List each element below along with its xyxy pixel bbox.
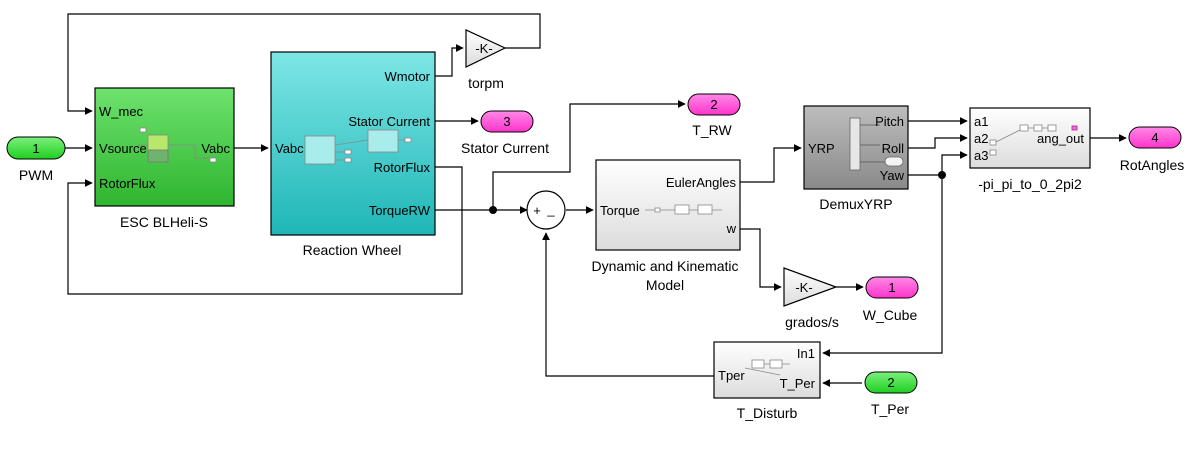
inport-label: PWM: [19, 167, 53, 183]
dist-internal-icon: [744, 359, 790, 376]
block-reaction-wheel[interactable]: Vabc Wmotor Stator Current RotorFlux Tor…: [270, 51, 436, 258]
outport-stator-current[interactable]: 3 Stator Current: [461, 110, 549, 156]
gain-label: grados/s: [785, 314, 839, 330]
rw-port-vabc: Vabc: [275, 141, 304, 156]
branch-dot-yaw: [938, 171, 946, 179]
angles-internal-icon: [989, 124, 1078, 156]
esc-block-name: ESC BLHeli-S: [120, 214, 208, 230]
outport-label: T_RW: [692, 122, 732, 138]
dist-port-in1: In1: [797, 346, 815, 361]
dyn-port-torque: Torque: [600, 203, 640, 218]
inport-number: 2: [887, 375, 894, 390]
dist-port-tper: Tper: [718, 368, 745, 383]
esc-port-wmec: W_mec: [99, 104, 144, 119]
angles-block-name: -pi_pi_to_0_2pi2: [978, 176, 1082, 192]
dyn-block-name-1: Dynamic and Kinematic: [591, 258, 738, 274]
outport-number: 4: [1151, 130, 1158, 145]
branch-dot: [489, 206, 497, 214]
rw-internal-icon: [304, 129, 412, 165]
dist-port-tper-in: T_Per: [780, 376, 816, 391]
outport-rotangles[interactable]: 4 RotAngles: [1120, 126, 1185, 173]
gain-value: -K-: [475, 41, 492, 56]
wire-trw: [492, 100, 686, 210]
dyn-port-w: w: [726, 221, 737, 236]
dyn-block-name-2: Model: [646, 277, 684, 293]
signal-lines: [65, 13, 1127, 387]
outport-w-cube[interactable]: 1 W_Cube: [863, 276, 919, 323]
esc-port-vsource: Vsource: [99, 141, 147, 156]
block-dynamic-kinematic-model[interactable]: Torque EulerAngles w Dynamic and Kinemat…: [591, 159, 741, 293]
dist-block-name: T_Disturb: [737, 405, 798, 421]
inport-label: T_Per: [871, 401, 909, 417]
esc-port-vabc: Vabc: [201, 141, 230, 156]
dyn-port-euler: EulerAngles: [666, 175, 737, 190]
inport-pwm[interactable]: 1 PWM: [6, 136, 66, 183]
sum-sign-minus: _: [546, 202, 555, 217]
demux-internal-icon: [849, 117, 904, 171]
demux-block-name: DemuxYRP: [819, 196, 892, 212]
esc-internal-icon: [138, 127, 217, 163]
wire-wmotor: [435, 44, 464, 77]
sum-block[interactable]: + _: [526, 190, 566, 230]
inport-t-per[interactable]: 2 T_Per: [864, 371, 918, 417]
wire-tper-sum: [542, 232, 714, 377]
dyn-internal-icon: [645, 204, 722, 215]
wire-wmec: [67, 13, 541, 115]
outport-t-rw[interactable]: 2 T_RW: [687, 93, 741, 138]
wire-roll: [908, 134, 968, 149]
demux-port-yrp: YRP: [808, 141, 835, 156]
outport-label: Stator Current: [461, 140, 549, 156]
gain-value: -K-: [795, 280, 812, 295]
demux-port-yaw: Yaw: [880, 168, 905, 183]
gain-torpm[interactable]: -K- torpm: [465, 29, 507, 91]
rw-port-stator: Stator Current: [348, 114, 430, 129]
gain-grados[interactable]: -K- grados/s: [783, 267, 839, 330]
demux-port-roll: Roll: [882, 141, 905, 156]
block-demux-yrp[interactable]: YRP Pitch Roll Yaw DemuxYRP: [803, 105, 909, 212]
outport-number: 3: [503, 114, 510, 129]
block-t-disturb[interactable]: Tper In1 T_Per T_Disturb: [713, 341, 821, 421]
rw-port-rotorflux: RotorFlux: [374, 160, 431, 175]
angles-port-angout: ang_out: [1037, 131, 1084, 146]
demux-port-pitch: Pitch: [875, 114, 904, 129]
inport-number: 1: [32, 141, 39, 156]
wire-w: [740, 228, 782, 291]
angles-port-a1: a1: [974, 114, 988, 129]
rw-port-torquerw: TorqueRW: [369, 203, 431, 218]
wire-euler: [740, 144, 802, 183]
outport-number: 2: [710, 97, 717, 112]
angles-port-a2: a2: [974, 131, 988, 146]
angles-port-a3: a3: [974, 148, 988, 163]
esc-port-rotorflux: RotorFlux: [99, 176, 156, 191]
outport-label: W_Cube: [863, 307, 918, 323]
wire-in1: [822, 175, 943, 357]
outport-label: RotAngles: [1120, 157, 1185, 173]
wire-rotorflux: [67, 166, 463, 295]
rw-port-wmotor: Wmotor: [385, 69, 431, 84]
block-angle-conversion[interactable]: a1 a2 a3 ang_out -pi_pi_to_0_2pi2: [969, 107, 1091, 192]
outport-number: 1: [888, 280, 895, 295]
sum-sign-plus: +: [533, 203, 541, 218]
block-esc[interactable]: W_mec Vsource RotorFlux Vabc ESC BLHeli-…: [94, 87, 235, 230]
wire-yaw: [908, 151, 968, 176]
rw-block-name: Reaction Wheel: [303, 242, 402, 258]
gain-label: torpm: [468, 75, 504, 91]
